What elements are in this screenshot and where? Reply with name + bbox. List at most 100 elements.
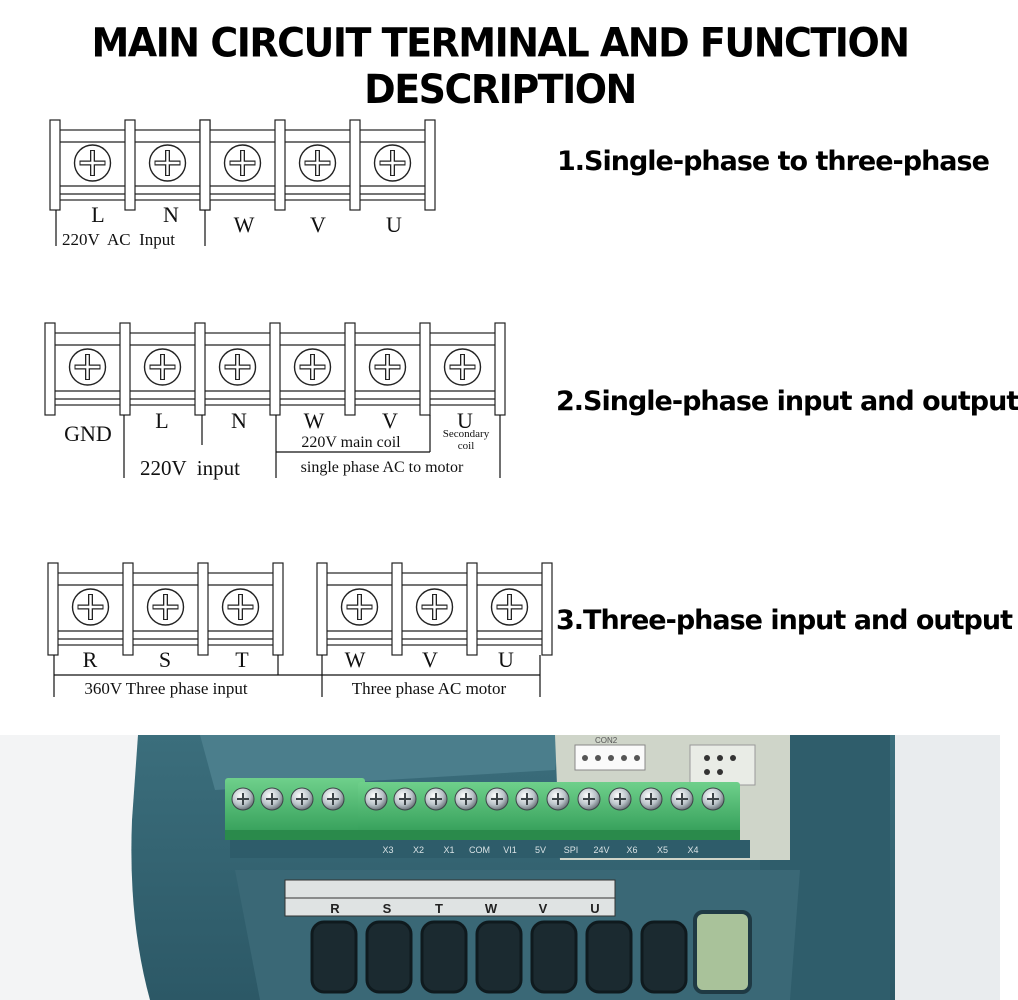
photo-screw-icon xyxy=(485,787,509,811)
photo-screw-icon xyxy=(577,787,601,811)
terminal-separator xyxy=(124,119,136,211)
terminal-separator xyxy=(272,562,284,656)
photo-screw-icon xyxy=(546,787,570,811)
terminal-separator xyxy=(349,119,361,211)
terminal-label-s: S xyxy=(159,647,171,672)
label-secondary-coil-2: coil xyxy=(458,440,475,452)
terminal-separator xyxy=(49,119,61,211)
power-terminal-slot xyxy=(475,920,523,994)
control-terminal-label: X2 xyxy=(413,845,424,855)
control-terminal-label: X6 xyxy=(626,845,637,855)
power-terminal-slot xyxy=(420,920,468,994)
terminal-screw-icon xyxy=(368,348,407,386)
photo-screw-icon xyxy=(608,787,632,811)
terminal-separator xyxy=(424,119,436,211)
control-terminal-label: X5 xyxy=(657,845,668,855)
terminal-screw-icon xyxy=(223,144,262,182)
terminal-label-w: W xyxy=(234,212,255,237)
strip-2 xyxy=(44,322,506,416)
terminal-separator xyxy=(419,322,431,416)
strip-output-3 xyxy=(316,562,553,656)
terminal-label-w: W xyxy=(345,647,366,672)
photo-terminal-label: W xyxy=(485,901,498,916)
terminal-screw-icon xyxy=(415,588,454,626)
bracket-220v-input xyxy=(55,210,206,246)
terminal-screw-icon xyxy=(443,348,482,386)
terminal-label-l: L xyxy=(91,202,104,227)
terminal-separator xyxy=(119,322,131,416)
terminal-screw-icon xyxy=(298,144,337,182)
caption-three-in-out: 3.Three-phase input and output xyxy=(556,605,1013,636)
control-terminal-label: 5V xyxy=(535,845,546,855)
terminal-screw-icon xyxy=(68,348,107,386)
terminal-screw-icon xyxy=(73,144,112,182)
control-terminal-label: X4 xyxy=(687,845,698,855)
pcb-label-con2: CON2 xyxy=(595,736,618,745)
control-terminal-label: X1 xyxy=(443,845,454,855)
terminal-separator xyxy=(199,119,211,211)
terminal-label-n: N xyxy=(163,202,179,227)
terminal-screw-icon xyxy=(218,348,257,386)
photo-terminal-label: V xyxy=(539,901,548,916)
terminal-separator xyxy=(47,562,59,656)
terminal-label-v: V xyxy=(422,647,438,672)
power-terminal-slot xyxy=(585,920,633,994)
terminal-block-3: R S T W V U 360V Three phase input Three… xyxy=(47,562,553,698)
terminal-screw-icon xyxy=(148,144,187,182)
terminal-label-w: W xyxy=(304,408,325,433)
photo-terminal-label: R xyxy=(330,901,340,916)
terminal-separator xyxy=(344,322,356,416)
terminal-separator xyxy=(274,119,286,211)
terminal-separator xyxy=(466,562,478,656)
strip-input-1 xyxy=(49,119,211,211)
control-terminal-label: SPI xyxy=(564,845,579,855)
label-three-phase-input: 360V Three phase input xyxy=(84,679,247,698)
caption-single-in-out: 2.Single-phase input and output xyxy=(556,386,1018,417)
terminal-separator xyxy=(194,322,206,416)
photo-screw-icon xyxy=(393,787,417,811)
terminal-label-u: U xyxy=(498,647,514,672)
terminal-separator xyxy=(197,562,209,656)
terminal-label-t: T xyxy=(235,647,249,672)
label-single-phase-motor: single phase AC to motor xyxy=(301,459,464,476)
photo-screw-icon xyxy=(364,787,388,811)
photo-terminal-label: S xyxy=(383,901,392,916)
strip-input-3 xyxy=(47,562,284,656)
terminal-separator xyxy=(391,562,403,656)
photo-screw-icon xyxy=(260,787,284,811)
photo-screw-icon xyxy=(515,787,539,811)
power-terminal-slot xyxy=(365,920,413,994)
photo-screw-icon xyxy=(701,787,725,811)
photo-screw-icon xyxy=(290,787,314,811)
label-220v-input: 220V input xyxy=(140,456,240,480)
photo-terminal-label: U xyxy=(590,901,599,916)
terminal-label-n: N xyxy=(231,408,247,433)
photo-screw-icon xyxy=(424,787,448,811)
label-220v-ac-input: 220V AC Input xyxy=(62,230,175,249)
terminal-separator xyxy=(494,322,506,416)
page-title: MAIN CIRCUIT TERMINAL AND FUNCTION DESCR… xyxy=(91,19,910,113)
terminal-label-gnd: GND xyxy=(64,421,112,446)
terminal-separator xyxy=(269,322,281,416)
terminal-block-1: L N W V U 220V AC Input xyxy=(49,119,436,249)
power-terminal-slot xyxy=(530,920,578,994)
terminal-screw-icon xyxy=(71,588,110,626)
power-terminal-slot xyxy=(640,920,688,994)
terminal-label-u: U xyxy=(457,408,473,433)
terminal-separator xyxy=(541,562,553,656)
label-main-coil: 220V main coil xyxy=(301,434,401,451)
photo-terminal-label: T xyxy=(435,901,443,916)
caption-single-to-three: 1.Single-phase to three-phase xyxy=(557,146,990,177)
terminal-screw-icon xyxy=(146,588,185,626)
control-terminal-label: 24V xyxy=(593,845,609,855)
photo-screw-icon xyxy=(321,787,345,811)
terminal-label-v: V xyxy=(382,408,398,433)
control-terminal-label: COM xyxy=(469,845,490,855)
terminal-separator xyxy=(122,562,134,656)
terminal-label-l: L xyxy=(155,408,168,433)
photo-screw-icon xyxy=(639,787,663,811)
terminal-screw-icon xyxy=(490,588,529,626)
terminal-separator xyxy=(316,562,328,656)
